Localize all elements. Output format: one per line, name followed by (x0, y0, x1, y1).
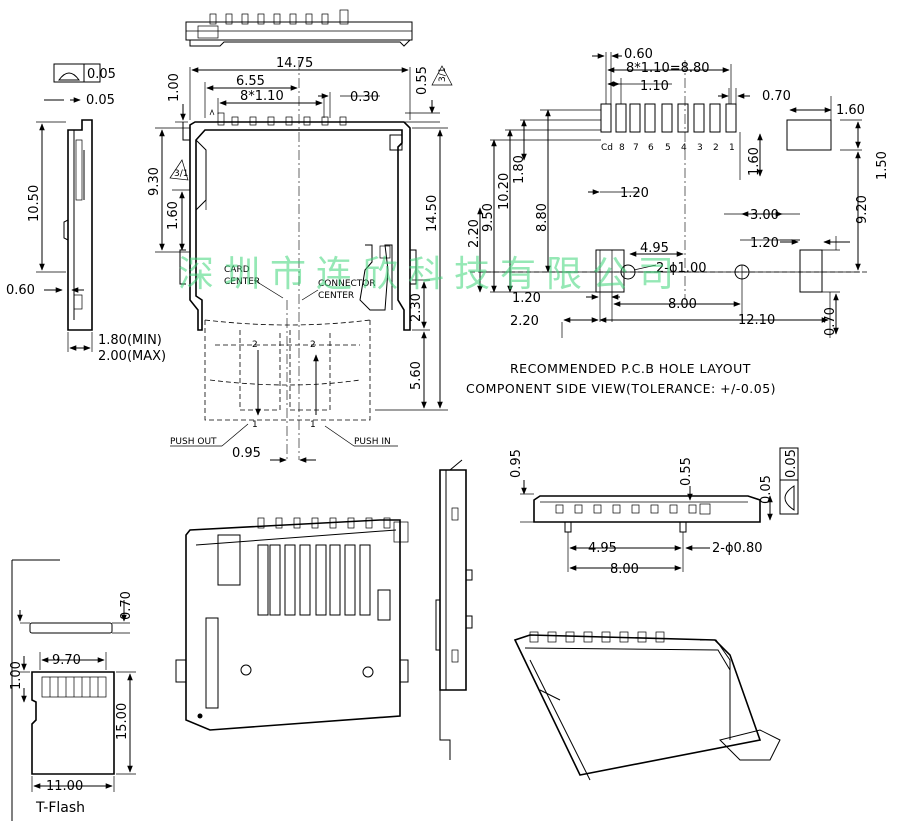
triangle-note: 3/1 (438, 68, 448, 82)
isometric-perspective-view (513, 631, 781, 781)
push-in-label: PUSH IN (354, 437, 391, 447)
pcb-dim-120-b: 1.20 (750, 236, 779, 251)
dim-left-100: 1.00 (167, 73, 182, 102)
pin-label: 1 (729, 143, 735, 153)
dim-bottom-095: 0.95 (232, 446, 261, 461)
company-watermark: 深圳市连欣科技有限公司 (178, 254, 684, 295)
pcb-dim-220-b: 2.20 (510, 314, 539, 329)
dim-side-1050: 10.50 (27, 185, 42, 222)
dim-card-offset: 6.55 (236, 74, 265, 89)
front-flatness-value: 0.05 (784, 449, 799, 478)
card-outline-dashed (204, 319, 371, 421)
top-header-view (185, 9, 413, 47)
pin-label: 3 (697, 143, 703, 153)
pcb-pin-labels: Cd 8 7 6 5 4 3 2 1 (601, 143, 735, 153)
pcb-dim-070-top: 0.70 (762, 89, 791, 104)
tflash-card-drawing: 0.70 9.70 1.00 15.00 11.00 T-Flash (9, 559, 136, 821)
pcb-dim-950: 9.50 (481, 203, 496, 232)
pcb-dim-800: 8.00 (668, 297, 697, 312)
pin-label: 6 (648, 143, 654, 153)
front-dim-495: 4.95 (588, 541, 617, 556)
dim-pitch: 8*1.10 (240, 89, 284, 104)
isometric-front-view (175, 517, 409, 731)
push-in-marker-end: 1 (310, 420, 316, 430)
pcb-dim-060: 0.60 (624, 47, 653, 62)
tflash-label: T-Flash (35, 800, 85, 816)
dim-height-160: 1.60 (166, 201, 181, 230)
side-flatness-value: 0.05 (87, 67, 116, 82)
front-dim-055: 0.55 (679, 457, 694, 486)
push-out-label: PUSH OUT (170, 437, 217, 447)
dim-flat: 0.30 (350, 90, 379, 105)
pcb-dim-110: 1.10 (640, 79, 669, 94)
connector-body-top (179, 109, 417, 331)
dim-height-1450: 14.50 (425, 195, 440, 232)
dim-side-thickness-max: 2.00(MAX) (98, 349, 166, 364)
triangle-note-left: 3/1 (174, 169, 188, 179)
push-out-marker: 2 (252, 340, 258, 350)
front-view-drawing: 0.95 0.55 0.05 0.05 4.95 2-ϕ0.80 8.00 (509, 447, 799, 577)
pin-label: 5 (665, 143, 671, 153)
pcb-dim-300: 3.00 (750, 208, 779, 223)
pcb-dim-495: 4.95 (640, 241, 669, 256)
front-dim-005: 0.05 (759, 475, 774, 504)
front-dim-800: 8.00 (610, 562, 639, 577)
front-dim-hole: 2-ϕ0.80 (712, 541, 762, 556)
dim-side-005: 0.05 (86, 93, 115, 108)
dim-height-930: 9.30 (147, 167, 162, 196)
pcb-dim-880: 8.80 (535, 203, 550, 232)
front-dim-095: 0.95 (509, 449, 524, 478)
pcb-dim-920: 9.20 (855, 195, 870, 224)
tflash-dim-1100: 11.00 (46, 779, 83, 794)
pcb-dim-pitch: 8*1.10=8.80 (626, 61, 710, 76)
tflash-dim-970: 9.70 (52, 653, 81, 668)
pcb-layout-drawing: Cd 8 7 6 5 4 3 2 1 0.60 8*1.10=8.80 1.10… (466, 47, 890, 396)
push-out-marker-end: 1 (252, 420, 258, 430)
tflash-dim-100: 1.00 (9, 661, 24, 690)
side-strip-view (435, 459, 473, 760)
dim-right-230: 2.30 (409, 293, 424, 322)
pcb-caption-line2: COMPONENT SIDE VIEW(TOLERANCE: +/-0.05) (466, 381, 776, 396)
push-in-marker: 2 (310, 340, 316, 350)
side-view-drawing: 0.05 0.05 10.50 0.60 1.80(MIN) 2.00(MAX) (6, 63, 166, 364)
dim-right-560: 5.60 (409, 361, 424, 390)
dim-total-width: 14.75 (276, 56, 313, 71)
pcb-dim-160-right: 1.60 (836, 103, 865, 118)
pcb-dim-1210: 12.10 (738, 313, 775, 328)
dim-side-thickness-min: 1.80(MIN) (98, 333, 162, 348)
pin-label: 2 (713, 143, 719, 153)
pcb-caption-line1: RECOMMENDED P.C.B HOLE LAYOUT (510, 361, 751, 376)
pcb-dim-150: 1.50 (875, 151, 890, 180)
pin-label: 7 (633, 143, 639, 153)
pin-label: 8 (619, 143, 625, 153)
dim-top-055: 0.55 (415, 66, 430, 95)
pcb-dim-120-a: 1.20 (620, 186, 649, 201)
pcb-dim-120-c: 1.20 (512, 291, 541, 306)
tflash-dim-thickness: 0.70 (119, 591, 134, 620)
pin-label: Cd (601, 143, 613, 153)
dim-side-060: 0.60 (6, 283, 35, 298)
pcb-dim-220: 2.20 (467, 219, 482, 248)
pin-label: 4 (681, 143, 687, 153)
pcb-dim-160-mid: 1.60 (747, 147, 762, 176)
pcb-dim-180: 1.80 (512, 155, 527, 184)
tflash-dim-1500: 15.00 (115, 703, 130, 740)
pcb-dim-hole: 2-ϕ1.00 (656, 261, 706, 276)
pcb-dim-070-b: 0.70 (823, 307, 838, 336)
pcb-dim-1020: 10.20 (497, 173, 512, 210)
